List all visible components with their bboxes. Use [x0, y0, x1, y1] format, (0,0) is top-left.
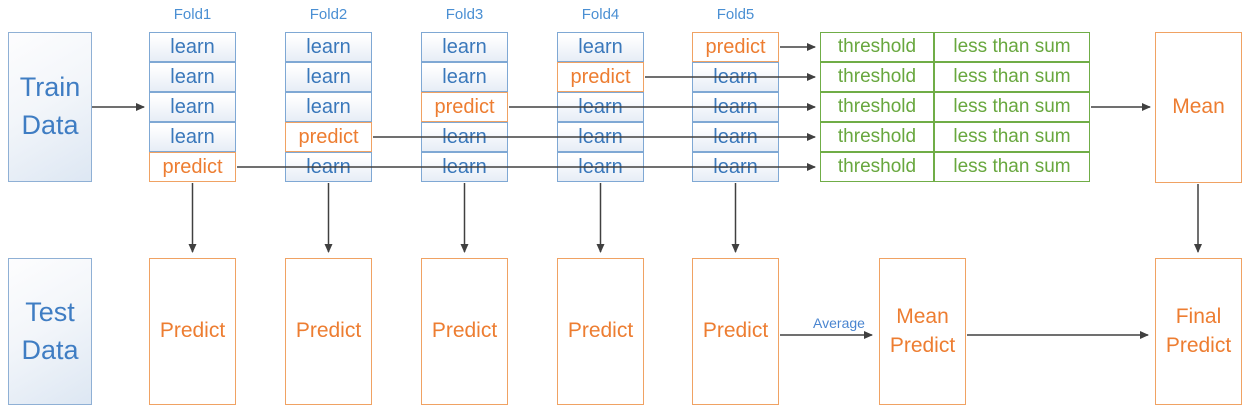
less-than-sum-cell-row2: less than sum: [934, 62, 1090, 92]
fold1-label: Fold1: [173, 6, 212, 23]
fold1-learn-cell-row4: learn: [149, 122, 236, 152]
fold4-learn-cell-row4: learn: [557, 122, 644, 152]
fold2-learn-cell-row1: learn: [285, 32, 372, 62]
fold3-learn-cell-row5: learn: [421, 152, 508, 182]
test-data-label-line2: Data: [21, 334, 79, 365]
less-than-sum-cell-row4: less than sum: [934, 122, 1090, 152]
final-predict-box: Final Predict: [1155, 258, 1242, 405]
fold1-learn-cell-row1: learn: [149, 32, 236, 62]
fold1-predict-cell-row5: predict: [149, 152, 236, 182]
mean-label: Mean: [1172, 95, 1225, 119]
fold1-learn-cell-row2: learn: [149, 62, 236, 92]
fold3-learn-cell-row4: learn: [421, 122, 508, 152]
fold3-label: Fold3: [445, 6, 484, 23]
fold1-learn-cell-row3: learn: [149, 92, 236, 122]
threshold-cell-row3: threshold: [820, 92, 934, 122]
threshold-cell-row2: threshold: [820, 62, 934, 92]
threshold-cell-row4: threshold: [820, 122, 934, 152]
fold4-learn-cell-row1: learn: [557, 32, 644, 62]
fold2-predict-cell-row4: predict: [285, 122, 372, 152]
predict-box-2: Predict: [285, 258, 372, 405]
less-than-sum-cell-row3: less than sum: [934, 92, 1090, 122]
fold5-predict-cell-row1: predict: [692, 32, 779, 62]
fold5-label: Fold5: [716, 6, 755, 23]
fold5-learn-cell-row4: learn: [692, 122, 779, 152]
threshold-cell-row1: threshold: [820, 32, 934, 62]
fold5-learn-cell-row5: learn: [692, 152, 779, 182]
predict-box-1: Predict: [149, 258, 236, 405]
fold2-learn-cell-row2: learn: [285, 62, 372, 92]
fold4-learn-cell-row3: learn: [557, 92, 644, 122]
mean-predict-box: Mean Predict: [879, 258, 966, 405]
fold5-learn-cell-row3: learn: [692, 92, 779, 122]
fold2-label: Fold2: [309, 6, 348, 23]
mean-predict-label-line2: Predict: [889, 333, 956, 357]
test-data-label-line1: Test: [25, 296, 75, 327]
fold5-learn-cell-row2: learn: [692, 62, 779, 92]
final-predict-label-line1: Final: [1175, 305, 1222, 329]
final-predict-label-line2: Predict: [1165, 333, 1232, 357]
mean-box: Mean: [1155, 32, 1242, 183]
predict-box-3: Predict: [421, 258, 508, 405]
less-than-sum-cell-row5: less than sum: [934, 152, 1090, 182]
fold3-predict-cell-row3: predict: [421, 92, 508, 122]
train-data-label-line1: Train: [19, 72, 81, 103]
mean-predict-label-line1: Mean: [896, 305, 949, 329]
predict-box-4: Predict: [557, 258, 644, 405]
train-data-box: Train Data: [8, 32, 92, 182]
fold2-learn-cell-row3: learn: [285, 92, 372, 122]
less-than-sum-cell-row1: less than sum: [934, 32, 1090, 62]
average-arrow-label: Average: [813, 315, 865, 331]
fold4-label: Fold4: [581, 6, 620, 23]
fold4-learn-cell-row5: learn: [557, 152, 644, 182]
fold3-learn-cell-row1: learn: [421, 32, 508, 62]
threshold-cell-row5: threshold: [820, 152, 934, 182]
fold3-learn-cell-row2: learn: [421, 62, 508, 92]
predict-box-5: Predict: [692, 258, 779, 405]
fold2-learn-cell-row5: learn: [285, 152, 372, 182]
fold4-predict-cell-row2: predict: [557, 62, 644, 92]
test-data-box: Test Data: [8, 258, 92, 405]
train-data-label-line2: Data: [21, 110, 79, 140]
